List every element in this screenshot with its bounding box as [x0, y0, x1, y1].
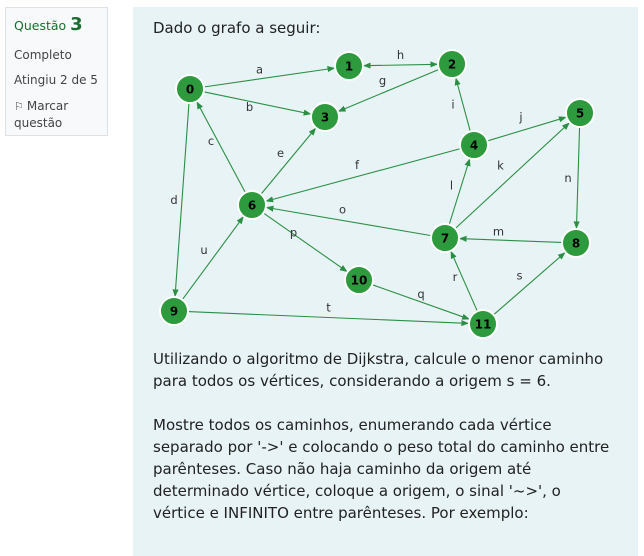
edge-label-n: n	[564, 171, 571, 185]
node-label-8: 8	[572, 237, 580, 251]
node-label-11: 11	[475, 318, 492, 332]
graph-diagram: a b c d e f gh i j k l m n o p q r s t u 0 1 2 3 4 5 6 7 8 9 10 11	[159, 48, 595, 339]
node-circle-11	[468, 309, 498, 339]
edge-t	[187, 311, 470, 327]
edge-label-i: i	[451, 98, 454, 112]
graph-node-3: 3	[310, 102, 340, 132]
graph-node-4: 4	[459, 130, 489, 160]
flag-outline-icon: ⚐	[14, 100, 24, 113]
edge-u	[181, 215, 245, 301]
node-circle-9	[159, 296, 189, 326]
node-label-10: 10	[351, 274, 368, 288]
node-label-0: 0	[186, 83, 194, 97]
graph-node-5: 5	[565, 98, 595, 128]
edge-label-s: s	[517, 269, 523, 283]
question-label: Questão	[14, 18, 67, 33]
node-label-3: 3	[321, 111, 329, 125]
flag-question-link[interactable]: ⚐Marcar questão	[14, 98, 107, 132]
edge-label-m: m	[493, 225, 504, 239]
edge-c	[196, 101, 246, 193]
graph-node-6: 6	[237, 190, 267, 220]
graph-node-8: 8	[561, 228, 591, 258]
edge-e	[260, 127, 317, 195]
node-circle-0	[175, 74, 205, 104]
intro-text: Dado o grafo a seguir:	[153, 19, 321, 37]
edge-f	[265, 148, 461, 203]
edge-l	[448, 158, 471, 225]
question-number: Questão 3	[14, 14, 107, 35]
edge-label-l: l	[450, 179, 453, 193]
graph-node-9: 9	[159, 296, 189, 326]
node-label-2: 2	[448, 58, 456, 72]
graph-node-0: 0	[175, 74, 205, 104]
node-circle-4	[459, 130, 489, 160]
edge-h	[362, 61, 439, 69]
edge-q	[372, 284, 470, 320]
edge-a	[203, 66, 336, 88]
node-circle-2	[437, 49, 467, 79]
node-label-6: 6	[248, 199, 256, 213]
edge-label-b: b	[246, 100, 253, 114]
edge-p	[263, 212, 348, 273]
node-label-7: 7	[441, 232, 449, 246]
edge-j	[487, 116, 567, 142]
question-score: Atingiu 2 de 5	[14, 73, 98, 87]
node-circle-6	[237, 190, 267, 220]
node-circle-3	[310, 102, 340, 132]
edge-m	[458, 235, 563, 244]
node-circle-8	[561, 228, 591, 258]
edge-label-q: q	[417, 287, 424, 301]
edge-label-d: d	[170, 193, 177, 207]
flag-question-label: Marcar questão	[14, 99, 69, 130]
graph-node-10: 10	[344, 265, 374, 295]
edge-label-c: c	[208, 134, 214, 148]
graph-node-7: 7	[430, 223, 460, 253]
edge-d	[172, 102, 190, 298]
instructions-paragraph-1: Utilizando o algoritmo de Dijkstra, calc…	[153, 350, 604, 390]
edge-label-g: g	[379, 74, 386, 88]
edge-label-r: r	[453, 270, 458, 284]
edge-r	[450, 250, 478, 312]
nodes-layer: 0 1 2 3 4 5 6 7 8 9 10 11	[159, 49, 595, 339]
edge-label-j: j	[518, 110, 522, 124]
edge-label-e: e	[277, 146, 284, 160]
node-circle-7	[430, 223, 460, 253]
edge-label-k: k	[497, 159, 504, 173]
edge-n	[573, 126, 581, 230]
edge-label-o: o	[339, 203, 346, 217]
edge-label-u: u	[200, 243, 207, 257]
graph-node-11: 11	[468, 309, 498, 339]
node-label-5: 5	[576, 107, 584, 121]
edge-label-p: p	[290, 226, 297, 240]
edge-label-f: f	[355, 158, 360, 172]
question-info-panel: Questão 3 Completo Atingiu 2 de 5 ⚐Marca…	[5, 7, 108, 136]
edge-k	[454, 122, 571, 229]
edge-i	[454, 77, 471, 132]
edge-s	[493, 251, 566, 316]
edge-o	[265, 205, 432, 237]
node-circle-1	[334, 51, 364, 81]
edge-label-a: a	[256, 63, 263, 77]
edge-b	[203, 91, 312, 116]
edge-g	[337, 68, 440, 113]
question-status: Completo	[14, 48, 72, 62]
edges-layer: a b c d e f gh i j k l m n o p q r s t u	[170, 48, 581, 327]
node-label-1: 1	[345, 60, 353, 74]
question-number-value: 3	[70, 14, 83, 35]
instructions-paragraph-2: Mostre todos os caminhos, enumerando cad…	[153, 416, 610, 522]
graph-node-2: 2	[437, 49, 467, 79]
node-label-4: 4	[470, 139, 478, 153]
edge-label-t: t	[326, 301, 331, 315]
node-label-9: 9	[170, 305, 178, 319]
node-circle-10	[344, 265, 374, 295]
graph-node-1: 1	[334, 51, 364, 81]
node-circle-5	[565, 98, 595, 128]
edge-label-h: h	[397, 48, 404, 62]
